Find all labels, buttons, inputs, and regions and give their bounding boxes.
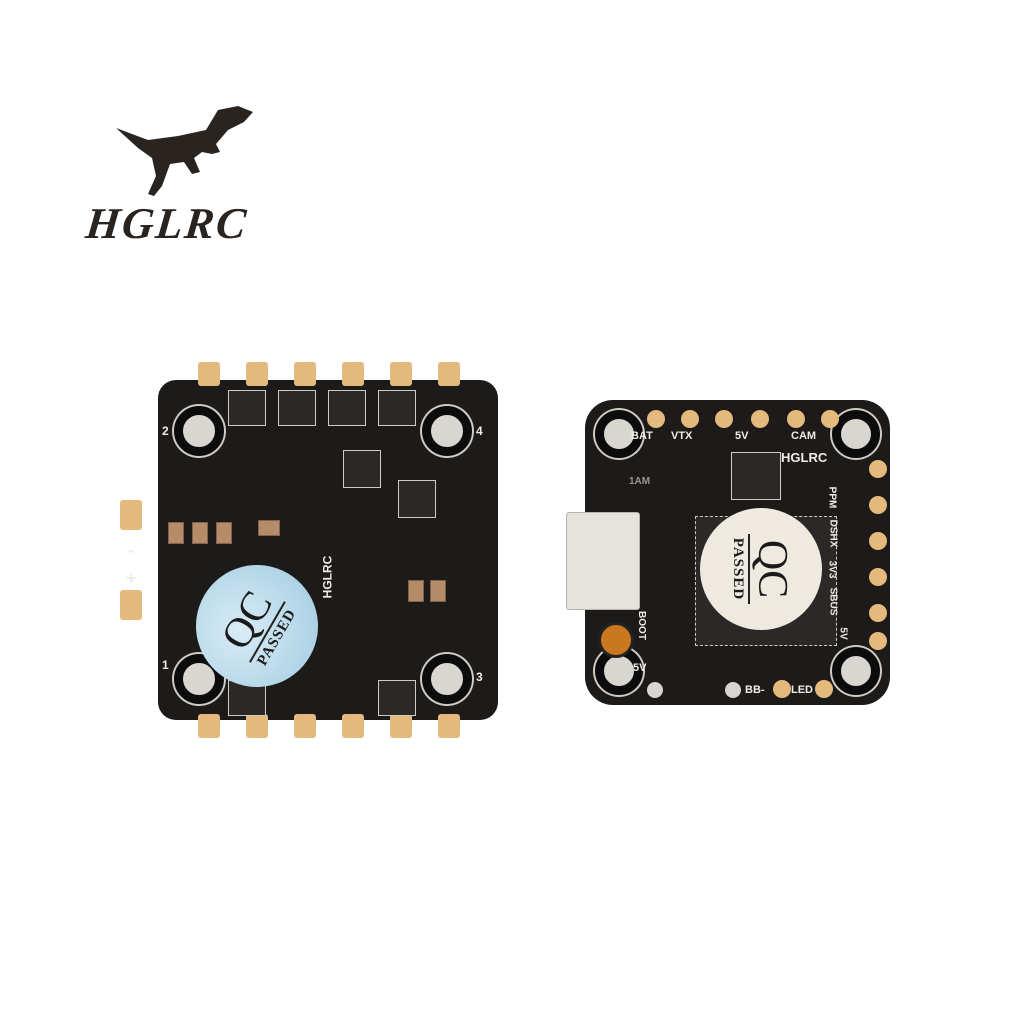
label-dshx: DSHX xyxy=(827,519,839,548)
solder-pad xyxy=(869,532,887,550)
solder-pad xyxy=(725,682,741,698)
motor-label-2: 2 xyxy=(162,424,169,438)
motor-label-4: 4 xyxy=(476,424,483,438)
esc-brand-label: HGLRC xyxy=(320,555,335,599)
power-minus-label: - xyxy=(128,540,134,560)
solder-pad xyxy=(869,568,887,586)
motor-label-3: 3 xyxy=(476,670,483,684)
capacitor xyxy=(168,522,184,544)
mount-hole xyxy=(422,654,472,704)
solder-pad xyxy=(869,604,887,622)
solder-pad xyxy=(715,410,733,428)
solder-pad xyxy=(773,680,791,698)
label-led: LED xyxy=(791,684,813,696)
label-cam: CAM xyxy=(791,430,817,442)
label-5v-right: 5V xyxy=(837,627,849,640)
solder-pad xyxy=(869,632,887,650)
fc-brand-label: HGLRC xyxy=(781,450,828,465)
motor-pad xyxy=(198,714,220,738)
regulator-label: 1AM xyxy=(629,476,651,487)
label-sbus: SBUS xyxy=(827,587,839,616)
mosfet xyxy=(378,680,416,716)
motor-pad xyxy=(294,714,316,738)
solder-pad xyxy=(869,496,887,514)
esc-board: 2 4 1 3 - + HGLRC xyxy=(120,362,498,738)
label-bat: BAT xyxy=(631,430,653,442)
label-boot: BOOT xyxy=(635,611,647,640)
power-pad xyxy=(120,590,142,620)
esc-mcu xyxy=(343,450,381,488)
t-rex-icon xyxy=(116,106,253,196)
label-bb: BB- xyxy=(745,684,765,696)
boot-button[interactable] xyxy=(598,622,634,658)
motor-pad xyxy=(438,362,460,386)
mosfet xyxy=(378,390,416,426)
solder-pad xyxy=(647,410,665,428)
qc-passed-sticker: QC PASSED xyxy=(700,508,822,630)
gyro-chip xyxy=(731,452,781,500)
motor-pad xyxy=(198,362,220,386)
solder-pad xyxy=(787,410,805,428)
label-ppm: PPM xyxy=(826,486,838,509)
motor-pad xyxy=(294,362,316,386)
mount-hole xyxy=(595,410,643,458)
micro-usb-port[interactable] xyxy=(566,512,640,610)
solder-pad xyxy=(815,680,833,698)
logo-text: HGLRC xyxy=(83,199,251,248)
solder-pad xyxy=(681,410,699,428)
solder-pad xyxy=(869,460,887,478)
mosfet xyxy=(278,390,316,426)
label-vtx: VTX xyxy=(671,430,693,442)
capacitor xyxy=(216,522,232,544)
solder-pad xyxy=(821,410,839,428)
driver-chip xyxy=(398,480,436,518)
power-plus-label: + xyxy=(126,568,137,588)
motor-pad xyxy=(438,714,460,738)
motor-pad xyxy=(342,714,364,738)
motor-pad xyxy=(390,714,412,738)
label-5v: 5V xyxy=(735,430,749,442)
mount-hole xyxy=(174,406,224,456)
mosfet xyxy=(228,390,266,426)
label-3v3: 3V3 xyxy=(826,560,838,579)
capacitor xyxy=(430,580,446,602)
mosfet xyxy=(328,390,366,426)
power-pad xyxy=(120,500,142,530)
motor-pad xyxy=(342,362,364,386)
solder-pad xyxy=(751,410,769,428)
motor-pad xyxy=(246,362,268,386)
capacitor xyxy=(258,520,280,536)
mount-hole xyxy=(422,406,472,456)
mount-hole xyxy=(832,410,880,458)
motor-pad xyxy=(246,714,268,738)
motor-label-1: 1 xyxy=(162,658,169,672)
hglrc-logo: HGLRC xyxy=(78,100,268,250)
label-5v-bottom: 5V xyxy=(633,662,647,674)
motor-pad xyxy=(390,362,412,386)
mount-hole xyxy=(832,647,880,695)
capacitor xyxy=(408,580,424,602)
capacitor xyxy=(192,522,208,544)
solder-pad xyxy=(647,682,663,698)
